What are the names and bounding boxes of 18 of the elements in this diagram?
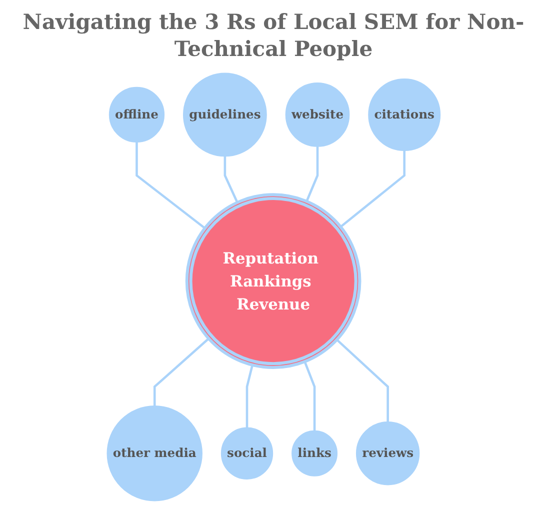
- connector: [153, 337, 210, 406]
- node-circle: social: [220, 426, 273, 480]
- connector: [303, 360, 316, 430]
- connector: [224, 156, 238, 203]
- node-circle: guidelines: [182, 72, 267, 156]
- node-circle: reviews: [356, 421, 420, 485]
- node-circle: website: [285, 82, 350, 146]
- title: Navigating the 3 Rs of Local SEM for Non-Technical People: [22, 8, 526, 63]
- node-circle: links: [291, 430, 338, 476]
- connector: [246, 364, 254, 428]
- connector: [135, 142, 206, 229]
- node-circle: citations: [368, 78, 440, 151]
- connector: [340, 150, 406, 228]
- connector: [336, 338, 389, 422]
- node-circle: Reputation Rankings Revenue: [185, 192, 362, 369]
- connector: [305, 146, 318, 202]
- node-circle: offline: [108, 86, 164, 142]
- node-circle: other media: [106, 405, 202, 501]
